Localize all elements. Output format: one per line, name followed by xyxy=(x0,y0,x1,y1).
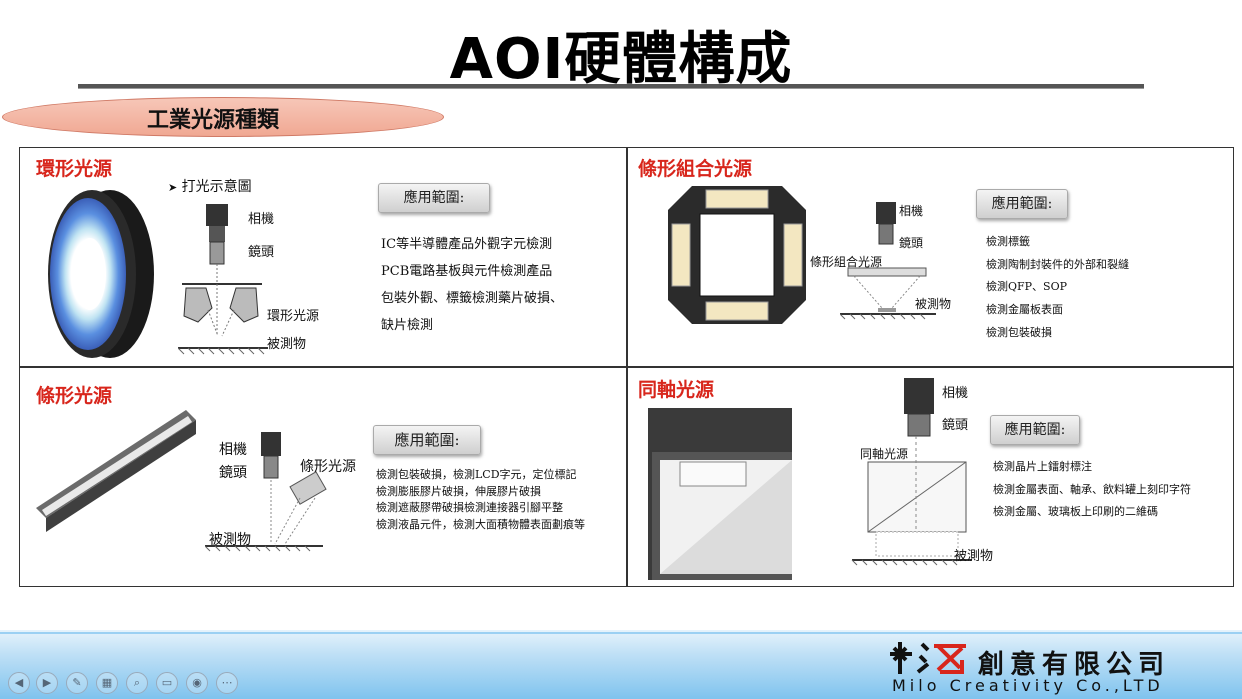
list-item: 檢測遮蔽膠帶破損檢測連接器引腳平整 xyxy=(376,501,563,514)
bar-light-image xyxy=(36,410,196,532)
ring-app-list: IC等半導體產品外觀字元檢測 PCB電路基板與元件檢測產品 包裝外觀、標籤檢測藥… xyxy=(381,231,563,339)
coax-label-lens: 鏡頭 xyxy=(942,418,969,433)
list-item: 檢測陶制封裝件的外部和裂縫 xyxy=(986,257,1129,271)
company-logo: 創意有限公司 Milo Creativity Co.,LTD xyxy=(884,636,1240,698)
bar-label-object: 被測物 xyxy=(209,532,251,548)
combo-light-image xyxy=(668,186,806,324)
list-item: PCB電路基板與元件檢測產品 xyxy=(381,264,553,279)
combo-light-title: 條形組合光源 xyxy=(638,158,753,180)
coax-label-light: 同軸光源 xyxy=(860,447,909,461)
list-item: 檢測膨脹膠片破損，伸展膠片破損 xyxy=(376,484,541,498)
ring-app-badge: 應用範圍: xyxy=(378,183,490,213)
list-item: 檢測金屬、玻璃板上印刷的二維碼 xyxy=(993,505,1158,519)
coax-light-diagram xyxy=(851,378,972,566)
logo-chinese-name: 創意有限公司 xyxy=(978,650,1171,680)
combo-light-diagram xyxy=(840,202,936,320)
list-item: 檢測包裝破損，檢測LCD字元，定位標記 xyxy=(376,468,577,481)
list-item: 檢測包裝破損 xyxy=(986,325,1052,339)
camera-icon[interactable]: ◉ xyxy=(186,672,208,694)
next-icon[interactable]: ▶ xyxy=(36,672,58,694)
ring-diagram-caption: ➤ 打光示意圖 xyxy=(168,179,252,195)
combo-label-object: 被測物 xyxy=(915,297,952,311)
screen-icon[interactable]: ▭ xyxy=(156,672,178,694)
prev-icon[interactable]: ◀ xyxy=(8,672,30,694)
section-label: 工業光源種類 xyxy=(147,108,280,133)
combo-label-light: 條形組合光源 xyxy=(810,255,883,269)
milo-logo-mark-icon xyxy=(890,642,966,674)
coax-label-camera: 相機 xyxy=(942,386,969,401)
ring-light-image xyxy=(48,190,154,358)
coax-light-image xyxy=(648,408,792,580)
list-item: 檢測標籤 xyxy=(986,235,1030,248)
search-icon[interactable]: ⌕ xyxy=(126,672,148,694)
bar-label-light: 條形光源 xyxy=(300,459,356,475)
slides-icon[interactable]: ▦ xyxy=(96,672,118,694)
combo-app-badge: 應用範圍: xyxy=(976,189,1068,219)
pen-icon[interactable]: ✎ xyxy=(66,672,88,694)
ring-light-diagram xyxy=(178,204,268,355)
list-item: 包裝外觀、標籤檢測藥片破損、 xyxy=(381,291,564,306)
list-item: 檢測金屬板表面 xyxy=(986,303,1063,317)
list-item: 檢測液晶元件，檢測大面積物體表面劃痕等 xyxy=(376,517,585,531)
bar-label-camera: 相機 xyxy=(219,442,247,458)
list-item: IC等半導體產品外觀字元檢測 xyxy=(381,237,553,252)
footer-highlight xyxy=(0,632,1242,634)
cursor-arrow-icon: ➤ xyxy=(168,181,178,194)
bar-label-lens: 鏡頭 xyxy=(219,465,247,481)
list-item: 缺片檢測 xyxy=(381,318,434,333)
coax-app-badge: 應用範圍: xyxy=(990,415,1080,445)
list-item: 檢測金屬表面、軸承、飲料罐上刻印字符 xyxy=(993,482,1191,496)
ring-label-light: 環形光源 xyxy=(267,309,320,324)
coax-label-object: 被測物 xyxy=(954,549,994,564)
section-pill: 工業光源種類 xyxy=(2,97,444,137)
combo-label-lens: 鏡頭 xyxy=(899,236,924,250)
title-underline xyxy=(78,84,1144,89)
ring-label-camera: 相機 xyxy=(248,212,275,227)
bar-light-diagram xyxy=(205,432,327,552)
more-icon[interactable]: ⋯ xyxy=(216,672,238,694)
list-item: 檢測QFP、SOP xyxy=(986,280,1068,294)
ring-light-title: 環形光源 xyxy=(36,158,113,180)
ring-label-object: 被測物 xyxy=(267,337,307,352)
bar-app-badge: 應用範圍: xyxy=(373,425,481,455)
ring-label-lens: 鏡頭 xyxy=(248,245,275,260)
bar-light-title: 條形光源 xyxy=(36,385,113,407)
list-item: 檢測晶片上鐳射標注 xyxy=(993,460,1092,473)
combo-app-list: 檢測標籤 檢測陶制封裝件的外部和裂縫 檢測QFP、SOP 檢測金屬板表面 檢測包… xyxy=(986,231,1129,345)
coax-light-title: 同軸光源 xyxy=(638,379,715,401)
bar-app-list: 檢測包裝破損，檢測LCD字元，定位標記 檢測膨脹膠片破損，伸展膠片破損 檢測遮蔽… xyxy=(376,467,585,533)
coax-app-list: 檢測晶片上鐳射標注 檢測金屬表面、軸承、飲料罐上刻印字符 檢測金屬、玻璃板上印刷… xyxy=(993,456,1191,524)
combo-label-camera: 相機 xyxy=(899,204,924,218)
slide-title: AOI硬體構成 xyxy=(449,27,793,92)
grid-divider-horizontal xyxy=(19,366,1234,368)
logo-english-name: Milo Creativity Co.,LTD xyxy=(892,676,1164,695)
